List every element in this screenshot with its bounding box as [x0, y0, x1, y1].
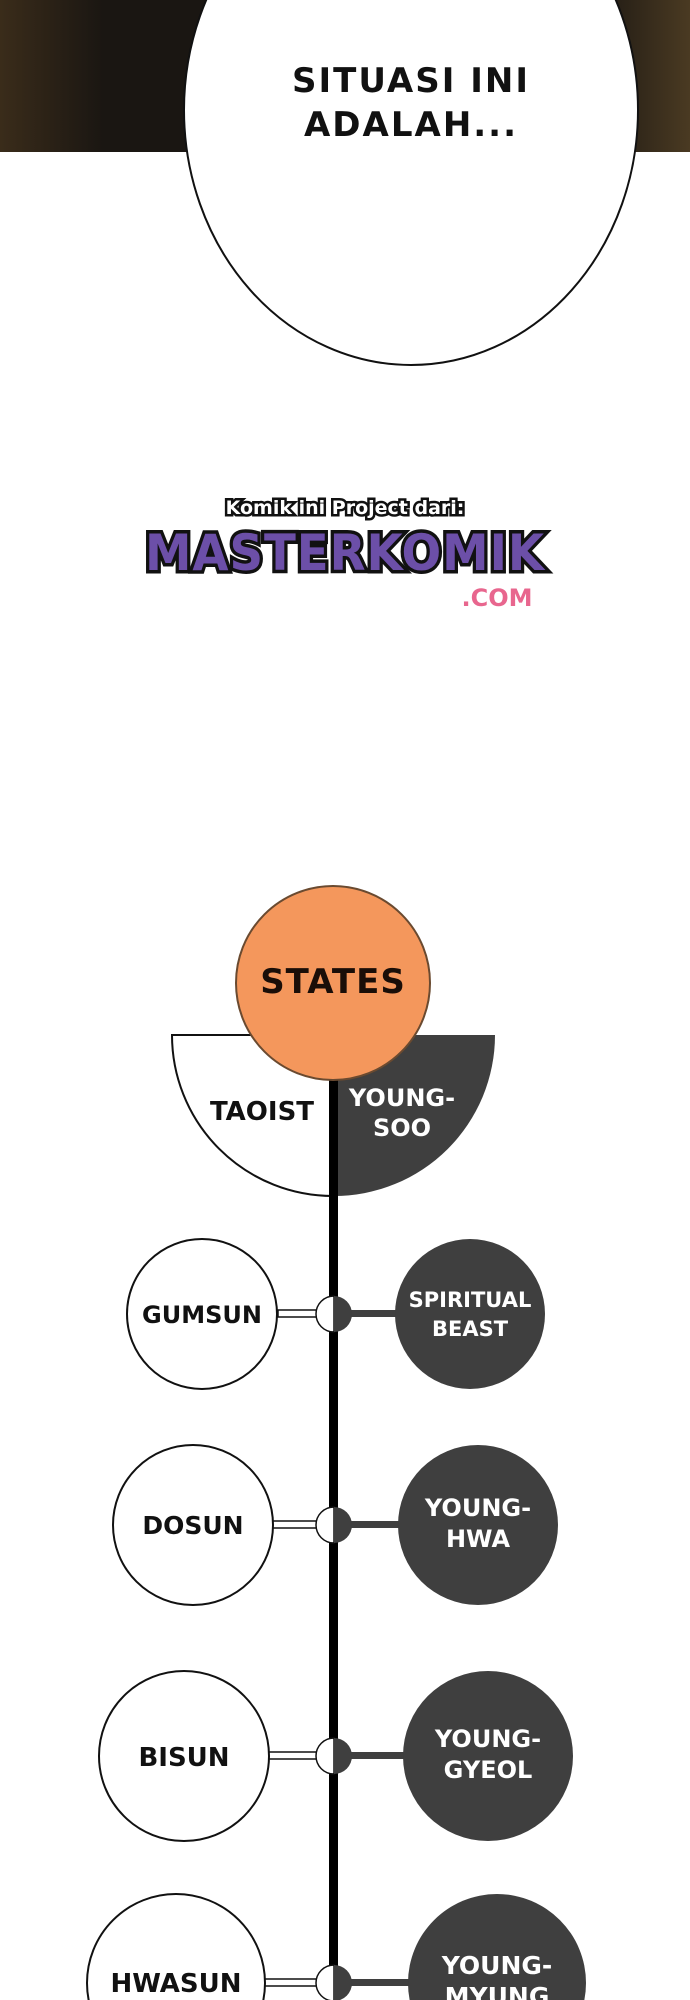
- masterkomik-logo: Komik ini Project dari: MASTERKOMIK .COM: [142, 495, 549, 615]
- young-soo-half: [333, 1035, 495, 1197]
- dosun-circle: [112, 1444, 274, 1606]
- bubble-line-1: SITUASI INI: [292, 61, 530, 101]
- gumsun-label: GUMSUN: [142, 1301, 262, 1329]
- spiritual-beast-label-2: BEAST: [432, 1317, 509, 1341]
- hwasun-label: HWASUN: [111, 1969, 242, 1999]
- young-gyeol-label-1: YOUNG-: [434, 1725, 541, 1753]
- junction-node: [315, 1506, 335, 1544]
- taoist-half: [170, 1034, 334, 1198]
- logo-brand: MASTERKOMIK: [145, 524, 546, 582]
- row-bisun: BISUN YOUNG- GYEOL: [98, 1670, 573, 1842]
- bisun-label: BISUN: [138, 1743, 229, 1773]
- taoist-label: TAOIST: [210, 1097, 314, 1127]
- young-soo-label-1: YOUNG-: [348, 1084, 455, 1112]
- junction-node: [315, 1737, 335, 1775]
- junction-node: [315, 1964, 335, 2000]
- young-hwa-label-1: YOUNG-: [424, 1494, 531, 1522]
- young-myung-circle: [408, 1894, 586, 2000]
- hwasun-circle: [86, 1893, 266, 2000]
- bisun-circle: [98, 1670, 270, 1842]
- bubble-line-2: ADALAH...: [304, 105, 518, 145]
- logo-suffix: .COM: [461, 584, 532, 612]
- states-diagram: TAOIST YOUNG- SOO STATES GUMSUN SPIRITUA…: [86, 885, 586, 2000]
- speech-bubble: SITUASI INI ADALAH...: [183, 0, 639, 366]
- young-gyeol-label-2: GYEOL: [444, 1756, 533, 1784]
- logo-tagline: Komik ini Project dari:: [226, 497, 465, 519]
- young-hwa-circle: [398, 1445, 558, 1605]
- young-myung-label-1: YOUNG-: [441, 1951, 553, 1980]
- gumsun-circle: [126, 1238, 278, 1390]
- row-dosun: DOSUN YOUNG- HWA: [112, 1444, 558, 1606]
- row-gumsun: GUMSUN SPIRITUAL BEAST: [126, 1238, 545, 1390]
- dosun-label: DOSUN: [142, 1511, 243, 1540]
- young-soo-label-2: SOO: [373, 1114, 431, 1142]
- young-gyeol-circle: [403, 1671, 573, 1841]
- states-label: STATES: [260, 962, 406, 1002]
- spiritual-beast-label-1: SPIRITUAL: [409, 1288, 532, 1312]
- junction-node: [315, 1295, 335, 1333]
- spiritual-beast-circle: [395, 1239, 545, 1389]
- row-hwasun: HWASUN YOUNG- MYUNG: [86, 1893, 586, 2000]
- young-myung-label-2: MYUNG: [445, 1982, 550, 2000]
- young-hwa-label-2: HWA: [446, 1525, 510, 1553]
- states-circle: [235, 885, 431, 1081]
